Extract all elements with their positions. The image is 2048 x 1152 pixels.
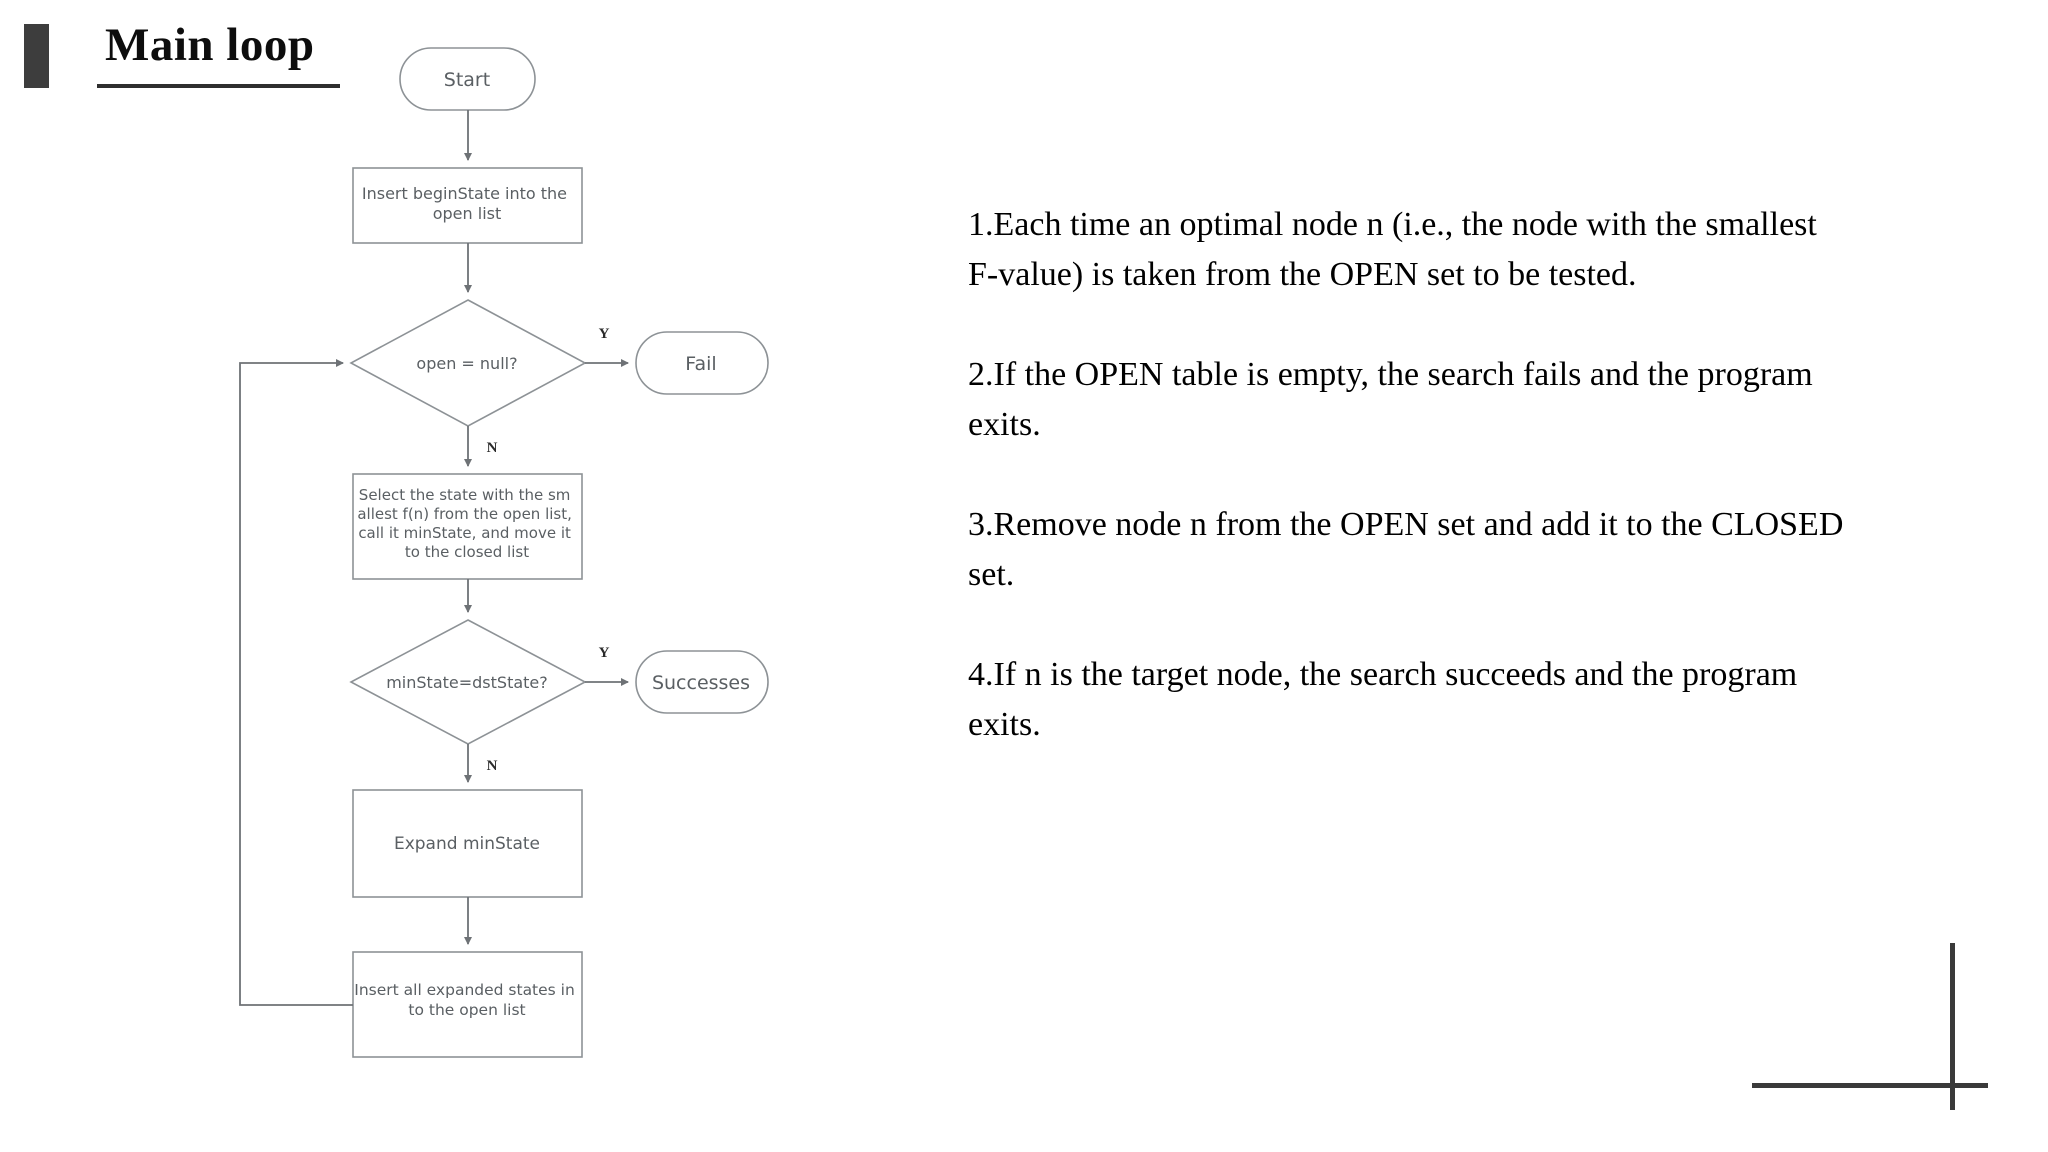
flow-node-start-label: Start [444,69,490,91]
edge-label-mineqdst-yes: Y [599,645,610,661]
title-accent-bar [24,24,49,88]
page-title: Main loop [105,19,315,71]
note-item-1: 1.Each time an optimal node n (i.e., the… [968,206,1817,293]
edge-label-opennull-yes: Y [599,326,610,342]
flow-node-fail-shape [635,331,769,395]
title-underline [97,84,340,88]
flow-node-open-null-label: open = null? [416,354,517,373]
flow-node-successes-shape [635,650,769,714]
flow-node-select-state-label: Select the state with the sm allest f(n)… [357,486,576,561]
note-item-4: 4.If n is the target node, the search su… [968,656,1798,743]
flow-node-fail-label: Fail [685,353,716,375]
corner-crop-mark-horizontal [1752,1083,1988,1088]
edge-label-opennull-no: N [487,440,498,456]
flow-node-insert-begin-label: Insert beginState into the open list [362,184,572,223]
flowchart-diagram: Start Insert beginState into the open li… [0,0,820,1110]
flow-node-insert-expanded-label: Insert all expanded states in to the ope… [354,981,580,1019]
flow-node-successes-label: Successes [652,672,750,694]
note-item-3: 3.Remove node n from the OPEN set and ad… [968,506,1844,593]
flow-node-insert-expanded-shape [352,951,583,1058]
edge-label-mineqdst-no: N [487,758,498,774]
notes-panel: 1.Each time an optimal node n (i.e., the… [968,200,1848,750]
flow-node-expand-label: Expand minState [394,834,540,854]
edge-feedback-loop [239,359,353,1006]
flow-node-select-state-shape [352,473,583,580]
note-item-2: 2.If the OPEN table is empty, the search… [968,356,1813,443]
flow-node-min-eq-dst-label: minState=dstState? [386,673,548,692]
corner-crop-mark-vertical [1950,943,1955,1110]
